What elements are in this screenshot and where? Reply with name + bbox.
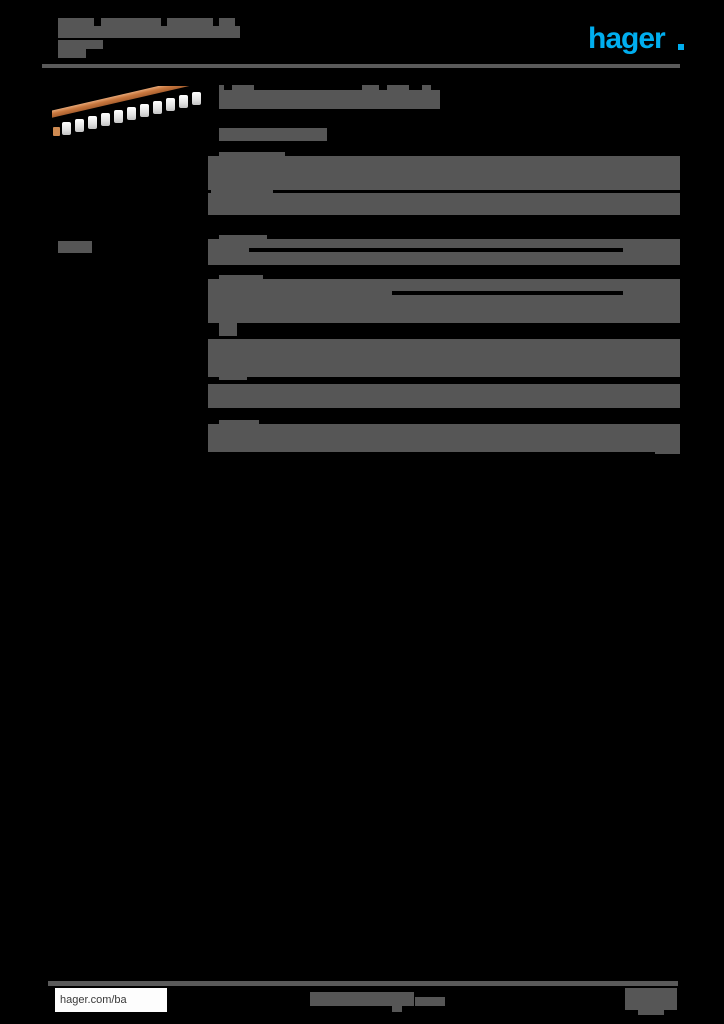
page-title-ascender-2 (232, 85, 254, 91)
page-title-ascender-4 (387, 85, 409, 91)
table-row (208, 239, 680, 265)
busbar-tooth (166, 98, 175, 111)
left-column-label (58, 241, 92, 253)
busbar-tooth (88, 116, 97, 129)
busbar-tooth (101, 113, 110, 126)
footer-center-text (310, 992, 414, 1006)
page-title-ascender-5 (422, 85, 431, 91)
page-title-ascender-1 (219, 85, 224, 91)
hager-logo-trademark-dot (678, 44, 684, 50)
header-reference-block (58, 40, 103, 49)
header-title-line-1 (58, 18, 94, 27)
busbar-tooth (179, 95, 188, 108)
busbar-tooth (140, 104, 149, 117)
busbar-tooth (192, 92, 201, 105)
footer-center-descender (392, 1006, 402, 1012)
busbar-tooth (127, 107, 136, 120)
row-label-ascender (219, 322, 237, 336)
footer-page-number (625, 988, 677, 1010)
table-row (208, 279, 680, 323)
header-title-line-1d (219, 18, 235, 27)
row-label-ascender (219, 152, 285, 157)
footer-page-number-tail (638, 1010, 664, 1015)
busbar-tooth (114, 110, 123, 123)
header-reference-block-2 (58, 49, 86, 58)
header-title-line-1b (101, 18, 161, 27)
table-row (208, 193, 680, 215)
busbar-tooth (153, 101, 162, 114)
table-row (208, 424, 680, 452)
footer-center-text-2 (415, 997, 445, 1006)
page-title-ascender-3 (362, 85, 379, 91)
busbar-tooth (75, 119, 84, 132)
header-title-line-1c (167, 18, 213, 27)
row-leader-line (249, 248, 623, 252)
busbar-tooth (62, 122, 71, 135)
page-subtitle (219, 128, 327, 141)
product-image (52, 86, 204, 146)
table-row (208, 339, 680, 377)
header-title-line-2 (58, 26, 240, 38)
busbar-end-cap (53, 127, 60, 136)
row-label-ascender (219, 372, 247, 380)
table-row (208, 384, 680, 408)
footer-url-box[interactable] (55, 988, 167, 1012)
row-value-tail (655, 448, 680, 454)
footer-url-label[interactable]: hager.com/ba (60, 994, 127, 1006)
hager-logo[interactable]: hager (588, 22, 666, 55)
table-row (208, 156, 680, 190)
row-leader-line (264, 378, 680, 383)
header-divider (42, 64, 680, 68)
row-label-ascender (211, 189, 273, 194)
footer-divider (48, 981, 678, 986)
page-title (219, 90, 440, 109)
row-label-ascender (219, 275, 263, 280)
row-label-ascender (219, 420, 259, 425)
row-leader-line (392, 291, 623, 295)
row-label-ascender (219, 235, 267, 240)
